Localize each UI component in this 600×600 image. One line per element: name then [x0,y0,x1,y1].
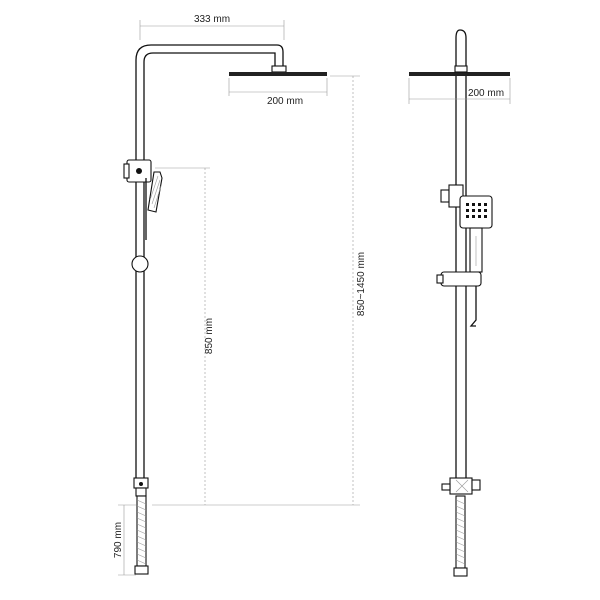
front-diverter-dot [136,168,142,174]
side-bottom-union [449,477,473,495]
front-riser-inner [143,52,276,480]
dim-label-slide: 850 mm [204,318,215,354]
front-hand-shower-spray [149,175,162,209]
side-hose-braid [455,499,466,565]
side-hose-end [453,567,468,577]
side-slider [440,271,482,287]
side-slider-knob [436,274,444,284]
dim-label-total: 850~1450 mm [356,252,367,316]
dim-label-arm: 333 mm [194,14,230,25]
front-diverter-knob [123,163,130,179]
dim-label-bottom: 790 mm [113,522,124,558]
side-hand-shower-nozzles [466,203,487,218]
side-dimensions: 200 mm [408,78,511,104]
front-riser-outer [135,44,284,480]
side-valve-left [441,483,451,491]
side-hand-shower-face [459,195,493,229]
front-hand-shower-head [147,171,163,213]
front-hose-braid [136,499,147,565]
dim-label-head-side: 200 mm [468,88,504,99]
side-hose [469,286,477,327]
side-shower-head [409,72,510,76]
side-diverter-knob [440,189,450,203]
front-hose-end [134,565,149,575]
front-dimensions: 333 mm 200 mm 850 mm 850~1450 mm 790 mm [113,14,367,576]
front-shower-head [229,72,327,76]
front-slider [131,255,149,273]
side-valve-right [471,479,481,491]
side-view [409,29,510,577]
front-union-dot [139,482,143,486]
front-head-connector [271,65,287,73]
side-union-cross [455,479,469,493]
front-view [123,44,327,575]
side-head-connector [454,65,468,73]
side-riser-outer [455,29,467,480]
front-bottom-nut [135,487,147,497]
dim-label-head-front: 200 mm [267,96,303,107]
